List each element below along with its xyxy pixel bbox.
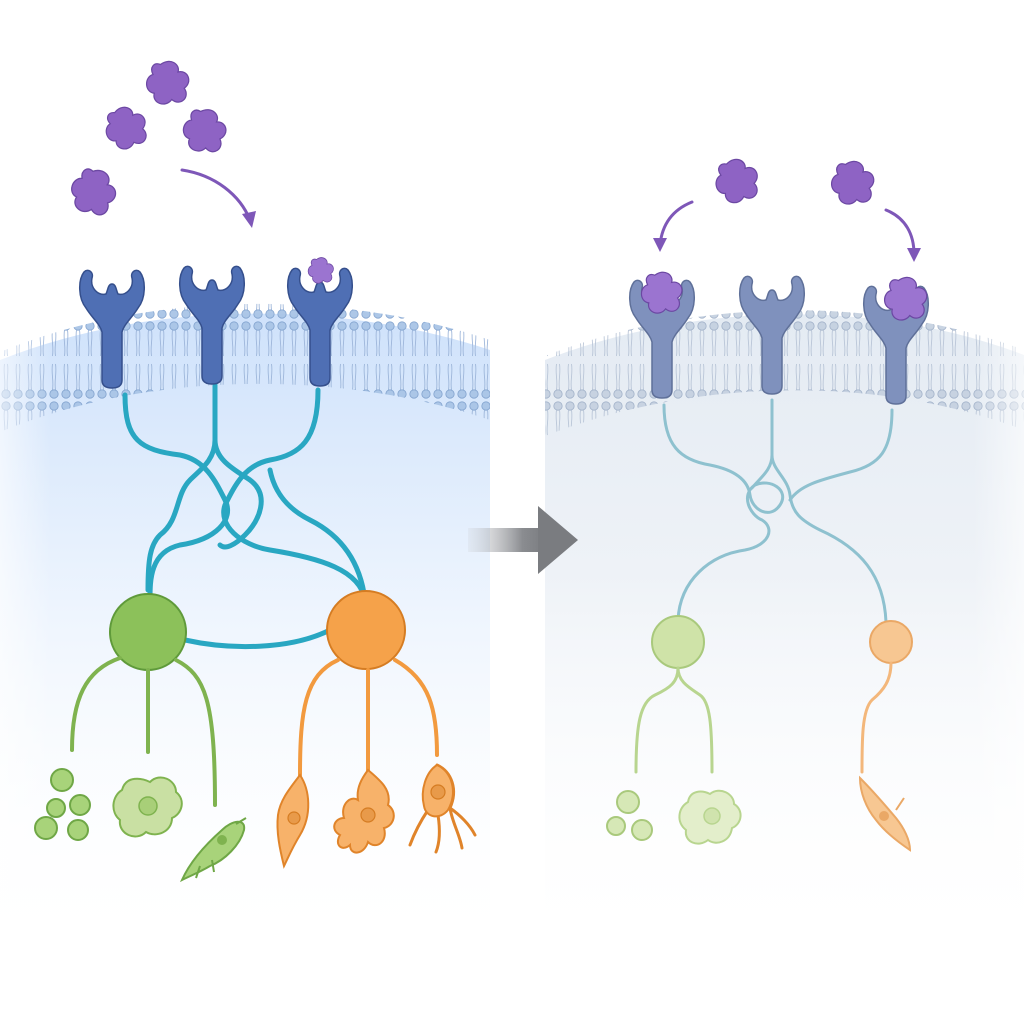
left-green-outputs bbox=[34, 768, 247, 883]
orange-signaling-node-icon bbox=[326, 590, 406, 670]
cell-cluster-icon bbox=[606, 790, 653, 841]
binding-arrow-icon bbox=[180, 168, 256, 228]
branched-cell-icon bbox=[408, 763, 477, 854]
spindle-cell-icon bbox=[858, 775, 912, 852]
left-signal-network bbox=[122, 382, 368, 650]
transition-arrow-icon bbox=[468, 506, 578, 574]
amoeboid-cell-icon bbox=[678, 789, 742, 845]
dendritic-cell-icon bbox=[333, 768, 395, 854]
green-signaling-node-icon bbox=[651, 615, 705, 669]
elongated-cell-icon bbox=[179, 817, 247, 883]
binding-arrow-icon bbox=[653, 200, 694, 252]
right-green-outputs bbox=[606, 789, 742, 845]
right-binding-arrows bbox=[653, 200, 921, 262]
right-signal-network bbox=[662, 398, 894, 624]
left-green-branches bbox=[70, 656, 217, 807]
orange-signaling-node-icon bbox=[869, 620, 913, 664]
right-orange-branches bbox=[860, 661, 893, 774]
amoeboid-cell-icon bbox=[112, 776, 183, 838]
left-orange-outputs bbox=[276, 763, 477, 869]
right-orange-outputs bbox=[858, 775, 912, 852]
cell-cluster-icon bbox=[34, 768, 91, 841]
spindle-cell-icon bbox=[276, 773, 310, 869]
right-green-branches bbox=[634, 666, 714, 774]
left-orange-branches bbox=[298, 658, 439, 777]
binding-arrow-icon bbox=[884, 208, 921, 262]
